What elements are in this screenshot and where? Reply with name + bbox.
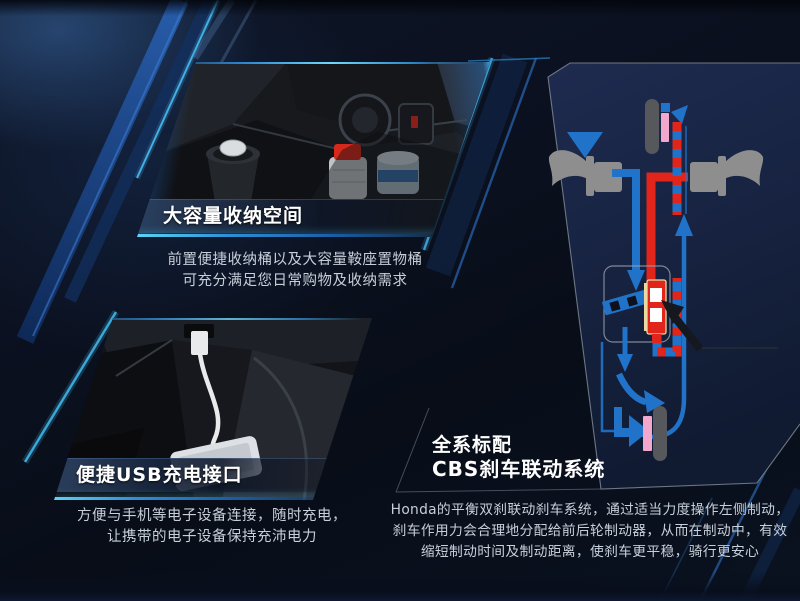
diagram-panel — [395, 62, 800, 493]
top-shade — [0, 0, 800, 16]
usb-plug — [184, 324, 214, 355]
callout-arrow-icon — [661, 300, 778, 352]
front-wheel-icon — [645, 99, 670, 154]
cbs-description: Honda的平衡双刹联动刹车系统，通过适当力度操作左侧制动， 刹车作用力会合理地… — [383, 500, 797, 563]
cbs-desc-line3: 缩短制动时间及制动距离，使刹车更平稳，骑行更安心 — [420, 543, 760, 560]
brake-lever-right-icon — [690, 150, 764, 196]
rear-wheel-icon — [614, 406, 667, 461]
bottom-shade — [0, 571, 800, 601]
usb-label: 便捷USB充电接口 — [76, 464, 243, 486]
storage-desc-line2: 可充分满足您日常购物及收纳需求 — [182, 273, 408, 290]
cbs-heading-line2: CBS刹车联动系统 — [432, 457, 606, 482]
front-force-arrow-icon — [671, 105, 688, 124]
usb-desc-line2: 让携带的电子设备保持充沛电力 — [107, 529, 317, 546]
storage-photo-top-glow — [137, 62, 490, 64]
down-arrow-icon — [617, 327, 633, 372]
press-indicator-icon — [567, 132, 603, 158]
usb-photo-top-glow — [54, 318, 372, 320]
usb-desc-line1: 方便与手机等电子设备连接，随时充电， — [77, 508, 347, 524]
usb-underline — [54, 497, 372, 500]
coffee-cup — [206, 139, 260, 202]
left-brake-line — [612, 169, 645, 291]
curved-arrow-icon — [616, 372, 665, 413]
cbs-heading-line1: 全系标配 — [432, 434, 513, 456]
water-bottle — [329, 144, 367, 199]
storage-description: 前置便捷收纳桶以及大容量鞍座置物桶 可充分满足您日常购物及收纳需求 — [145, 250, 445, 293]
usb-description: 方便与手机等电子设备连接，随时充电， 让携带的电子设备保持充沛电力 — [57, 506, 367, 549]
cbs-heading: 全系标配 CBS刹车联动系统 — [432, 433, 605, 483]
heading-frame-lines — [395, 407, 602, 493]
cbs-desc-line1: Honda的平衡双刹联动刹车系统，通过适当力度操作左侧制动， — [390, 502, 790, 518]
cbs-desc-line2: 刹车作用力会合理地分配给前后轮制动器，从而在制动中，有效 — [392, 522, 788, 539]
storage-photo: 大容量收纳空间 — [137, 62, 490, 237]
drink-can — [377, 151, 419, 194]
storage-underline — [137, 234, 490, 237]
usb-photo: 便捷USB充电接口 — [54, 318, 372, 500]
storage-label: 大容量收纳空间 — [163, 205, 304, 227]
cbs-diagram — [395, 62, 800, 493]
storage-label-bar: 大容量收纳空间 — [137, 199, 490, 233]
storage-desc-line1: 前置便捷收纳桶以及大容量鞍座置物桶 — [167, 252, 423, 268]
rear-thin-line — [600, 342, 616, 433]
ignition-switch — [338, 93, 434, 147]
